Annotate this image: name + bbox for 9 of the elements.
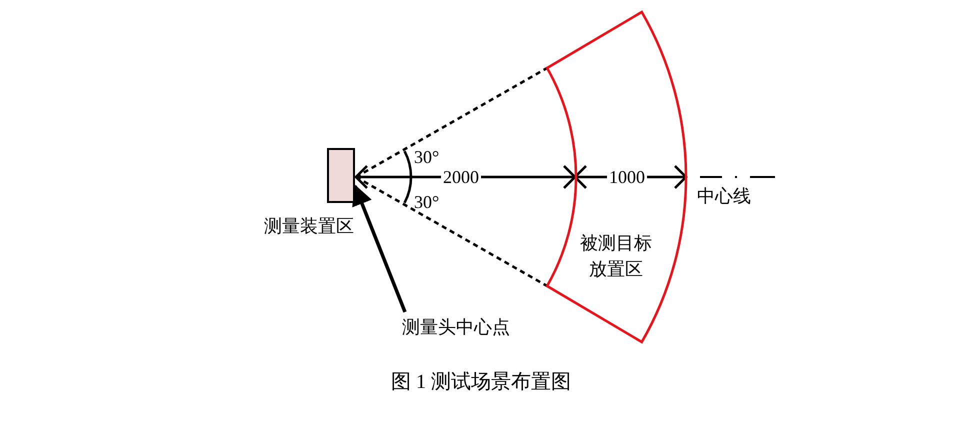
zone-label: 被测目标放置区 [579,232,653,281]
caption: 图 1 测试场景布置图 [390,370,572,395]
center-line-label: 中心线 [697,185,752,208]
point-label: 测量头中心点 [401,316,511,339]
device-label: 测量装置区 [263,215,354,238]
angle-label: 30° [414,191,440,214]
angle-label: 30° [414,146,440,169]
device-box [327,148,355,203]
leader-arrow [352,184,407,313]
